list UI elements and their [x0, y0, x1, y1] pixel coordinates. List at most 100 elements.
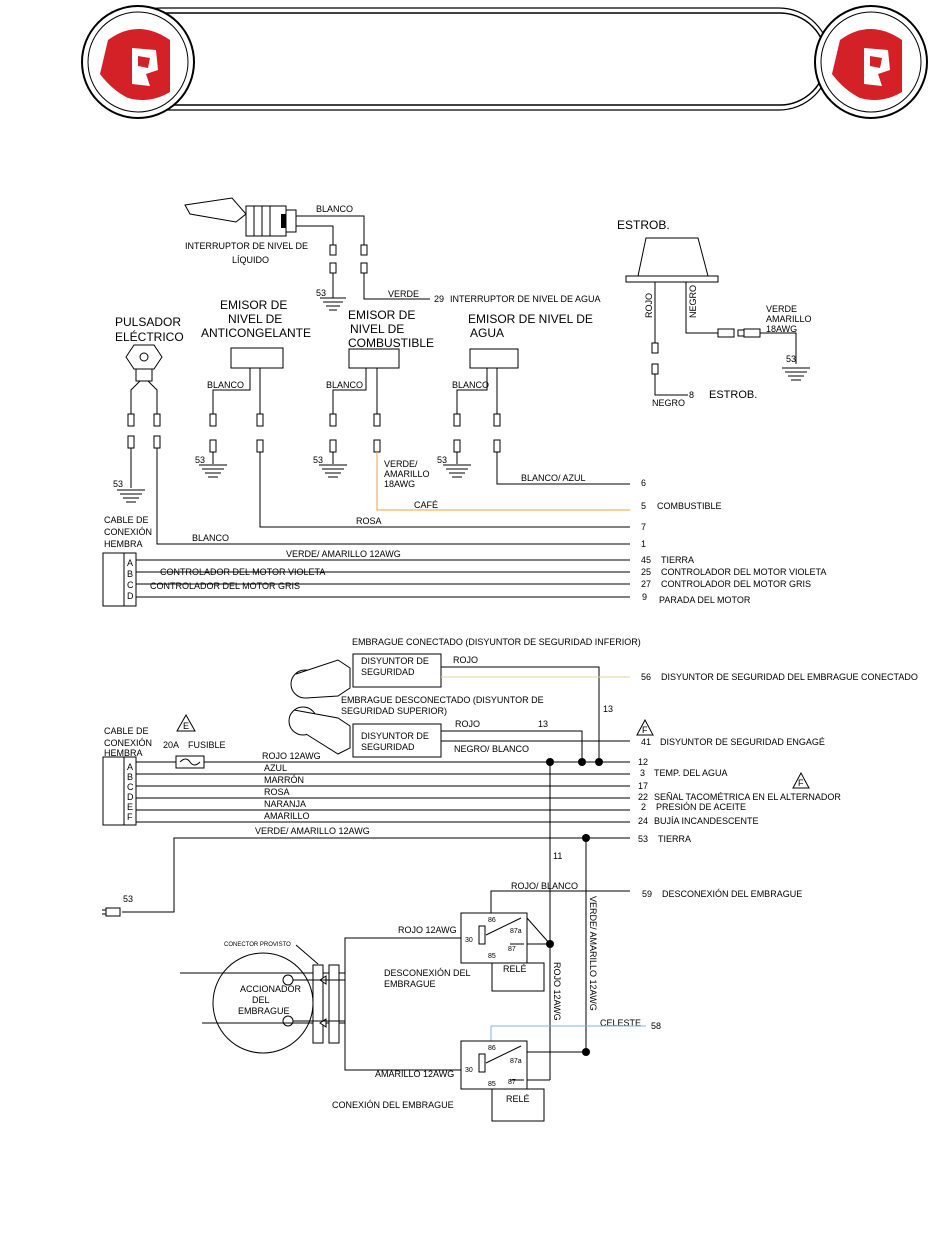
clutch-actuator: CONECTOR PROVISTO ACCIONADOR DEL EMBRAGU… — [180, 942, 345, 1054]
sender-agua: EMISOR DE NIVEL DE AGUA BLANCO 53 — [437, 312, 630, 485]
pin-description: SEÑAL TACOMÉTRICA EN EL ALTERNADOR — [654, 792, 841, 802]
relay-pin: 87 — [508, 946, 516, 953]
breaker-label: SEGURIDAD — [361, 742, 415, 752]
wire-label: ROJO — [644, 293, 654, 318]
connector-pin: D — [127, 792, 134, 802]
relay-pin: 85 — [488, 1081, 496, 1088]
component-title: NIVEL DE — [228, 312, 282, 326]
relay-pin: 30 — [465, 1067, 473, 1074]
wire-label: VERDE/ AMARILLO 12AWG — [255, 826, 370, 836]
wire-label: MARRÓN — [264, 775, 304, 785]
wire-number: 13 — [538, 719, 548, 729]
relay-pin: 30 — [465, 937, 473, 944]
wire-label: BLANCO/ AZUL — [521, 473, 586, 483]
wire-label: AZUL — [264, 763, 287, 773]
wire-label: AMARILLO 12AWG — [375, 1069, 454, 1079]
fuse-label: FUSIBLE — [188, 740, 226, 750]
wire-label: VERDE/ AMARILLO 12AWG — [286, 549, 401, 559]
pin-number: 17 — [638, 781, 648, 791]
pin-number: 22 — [638, 792, 648, 802]
ground-icon — [319, 464, 347, 478]
float-switch-label: INTERRUPTOR DE NIVEL DE — [185, 241, 308, 251]
ground-number: 53 — [786, 354, 796, 364]
pin-description: BUJÍA INCANDESCENTE — [654, 816, 759, 826]
component-title: PULSADOR — [115, 315, 181, 329]
connector-label: CONEXIÓN — [104, 527, 152, 537]
header-banner — [81, 5, 928, 119]
float-switch-label-2: LÍQUIDO — [232, 255, 269, 265]
breaker-label: DISYUNTOR DE — [361, 656, 429, 666]
actuator-label: ACCIONADOR — [240, 984, 302, 994]
relay-pin: 87 — [508, 1079, 516, 1086]
pin-number: 45 — [641, 555, 651, 565]
sender-anticongelante: EMISOR DE NIVEL DE ANTICONGELANTE BLANCO… — [195, 298, 630, 528]
pin-number: 3 — [640, 768, 645, 778]
component-title: NIVEL DE — [350, 322, 404, 336]
wire-label: BLANCO — [316, 204, 353, 214]
pin-number: 9 — [642, 592, 647, 602]
wire-label: CONTROLADOR DEL MOTOR GRIS — [150, 581, 300, 591]
component-title: EMISOR DE — [220, 298, 287, 312]
pin-description: INTERRUPTOR DE NIVEL DE AGUA — [450, 294, 601, 304]
relay-pin: 85 — [488, 953, 496, 960]
wire-label: BLANCO — [207, 380, 244, 390]
pin-description: DISYUNTOR DE SEGURIDAD DEL EMBRAGUE CONE… — [661, 672, 918, 682]
ground-number: 53 — [313, 455, 323, 465]
wire-label: CAFÉ — [414, 500, 438, 510]
connector-pin: C — [127, 580, 134, 590]
wire-label: ROJO 12AWG — [262, 751, 321, 761]
component-title: ANTICONGELANTE — [201, 326, 311, 340]
triangle-marker: E — [183, 721, 189, 731]
wire-number: 11 — [553, 851, 562, 861]
ground-number: 53 — [437, 455, 447, 465]
pin-number: 25 — [641, 567, 651, 577]
wire-label: AMARILLO — [264, 811, 310, 821]
ground-icon — [320, 297, 346, 311]
connector-label: CABLE DE — [104, 726, 149, 736]
relay-caption: CONEXIÓN DEL EMBRAGUE — [332, 1100, 454, 1110]
wire-label: VERDE — [766, 304, 797, 314]
relay-label: RELÉ — [506, 1094, 530, 1104]
relay-conexion: 86 87a 87 30 85 RELÉ AMARILLO 12AWG CONE… — [332, 1025, 646, 1122]
helmet-logo-icon — [814, 5, 928, 119]
wire-label: CELESTE — [600, 1018, 641, 1028]
pin-number: 53 — [638, 834, 648, 844]
relay-desconexion: 86 87a 87 30 85 RELÉ ROJO 12AWG DESCONEX… — [344, 890, 630, 1071]
triangle-marker: F — [642, 725, 648, 735]
connector-caption: CONECTOR PROVISTO — [224, 942, 291, 948]
pin-description: TEMP. DEL AGUA — [654, 768, 728, 778]
ground-icon — [782, 367, 810, 381]
ground-number: 53 — [123, 894, 133, 904]
wire-label: NEGRO/ BLANCO — [454, 744, 529, 754]
strobe-title: ESTROB. — [617, 218, 670, 232]
pin-number: 2 — [641, 802, 646, 812]
connector-pin: E — [127, 802, 133, 812]
component-title: ELÉCTRICO — [115, 329, 184, 344]
top-wire-labels: BLANCO/ AZUL 6 CAFÉ 5 COMBUSTIBLE ROSA 7… — [150, 473, 826, 605]
ground-icon — [443, 464, 471, 478]
strobe-label: ESTROB. — [709, 389, 757, 401]
connector-pin: A — [127, 558, 133, 568]
relay-caption: EMBRAGUE — [384, 979, 436, 989]
pin-number: 59 — [642, 889, 652, 899]
helmet-logo-icon — [81, 5, 195, 119]
wire-label: ROJO 12AWG — [552, 962, 562, 1021]
connector-label: HEMBRA — [104, 748, 143, 758]
wire-label: NARANJA — [264, 799, 306, 809]
wire-label: 18AWG — [384, 479, 415, 489]
pin-number: 12 — [638, 757, 648, 767]
pin-description: COMBUSTIBLE — [657, 501, 722, 511]
connector-pin: F — [127, 812, 133, 822]
pin-number: 41 — [641, 737, 651, 747]
wire-label: BLANCO — [192, 533, 229, 543]
connector-pin: A — [127, 762, 133, 772]
component-title: EMISOR DE NIVEL DE — [468, 312, 593, 326]
component-title: EMISOR DE — [348, 308, 415, 322]
connector-label: HEMBRA — [104, 539, 143, 549]
triangle-marker: F — [798, 778, 804, 788]
wire-label: BLANCO — [452, 380, 489, 390]
wire-label: ROJO/ BLANCO — [511, 881, 578, 891]
ground-icon — [199, 464, 227, 478]
connector-pin: B — [127, 569, 133, 579]
